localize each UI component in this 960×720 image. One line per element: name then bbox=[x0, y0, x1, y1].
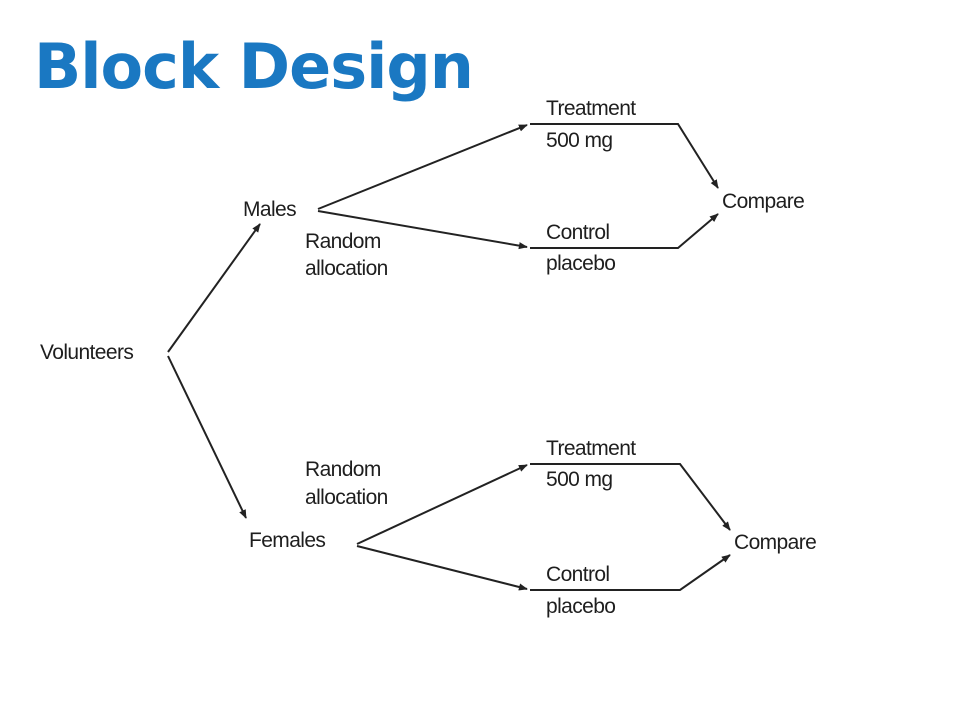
arrow-males-to-control bbox=[317, 210, 528, 250]
females-random-label: Random bbox=[305, 458, 381, 481]
line-females-treatment-to-compare bbox=[530, 463, 731, 531]
arrow-males-to-treatment bbox=[317, 124, 528, 210]
line-males-control-to-compare bbox=[530, 213, 719, 249]
females-dose-label: 500 mg bbox=[546, 468, 612, 491]
males-allocation-label: allocation bbox=[305, 257, 388, 280]
females-treatment-label: Treatment bbox=[546, 437, 636, 460]
males-random-label: Random bbox=[305, 230, 381, 253]
males-label: Males bbox=[243, 198, 296, 221]
males-compare-label: Compare bbox=[722, 190, 804, 213]
page-title: Block Design bbox=[34, 30, 474, 103]
volunteers-label: Volunteers bbox=[40, 341, 133, 364]
females-compare-label: Compare bbox=[734, 531, 816, 554]
line-females-control-to-compare bbox=[530, 554, 731, 591]
males-treatment-label: Treatment bbox=[546, 97, 636, 120]
females-control-label: Control bbox=[546, 563, 610, 586]
line-males-treatment-to-compare bbox=[530, 123, 719, 189]
females-allocation-label: allocation bbox=[305, 486, 388, 509]
males-dose-label: 500 mg bbox=[546, 129, 612, 152]
males-control-label: Control bbox=[546, 221, 610, 244]
arrow-volunteers-to-females bbox=[167, 355, 247, 519]
arrow-volunteers-to-males bbox=[167, 223, 261, 353]
arrow-females-to-treatment bbox=[356, 464, 528, 545]
males-placebo-label: placebo bbox=[546, 252, 615, 275]
females-placebo-label: placebo bbox=[546, 595, 615, 618]
females-label: Females bbox=[249, 529, 325, 552]
arrow-females-to-control bbox=[356, 545, 528, 591]
